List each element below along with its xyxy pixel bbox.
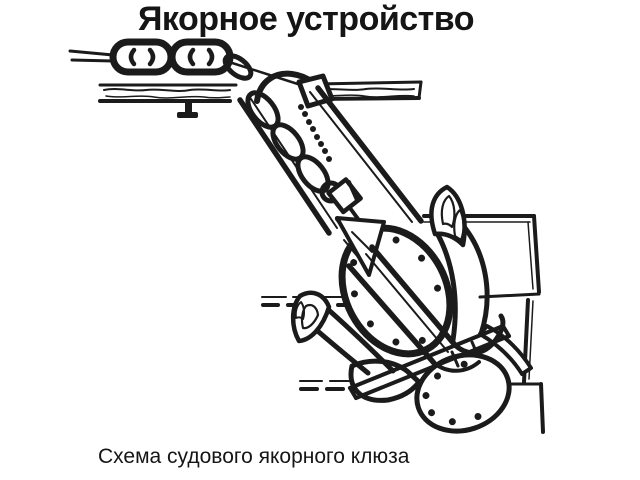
anchor-chain-on-deck <box>68 38 306 88</box>
stud-link <box>109 38 175 76</box>
deck-planking-left <box>98 83 238 118</box>
anchor-fluke-left <box>290 290 396 376</box>
stud-link <box>168 38 234 76</box>
page-title: Якорное устройство <box>137 0 475 38</box>
deck-bolt <box>177 101 198 118</box>
anchor-fluke-right <box>429 184 490 343</box>
fluke-tip <box>429 184 467 248</box>
pipe-rivet-row <box>298 104 332 162</box>
chain-swivel-shackle <box>319 177 363 215</box>
tripping-palm-bar <box>348 324 511 400</box>
figure-caption: Схема судового якорного клюза <box>98 445 410 468</box>
anchor-shank <box>335 206 458 366</box>
bottom-flange-rivets <box>422 360 482 426</box>
riveted-bottom-flange <box>414 352 512 434</box>
connecting-shackle <box>222 53 254 81</box>
hawse-pipe <box>237 85 424 236</box>
chain-links-in-pipe <box>245 90 331 194</box>
